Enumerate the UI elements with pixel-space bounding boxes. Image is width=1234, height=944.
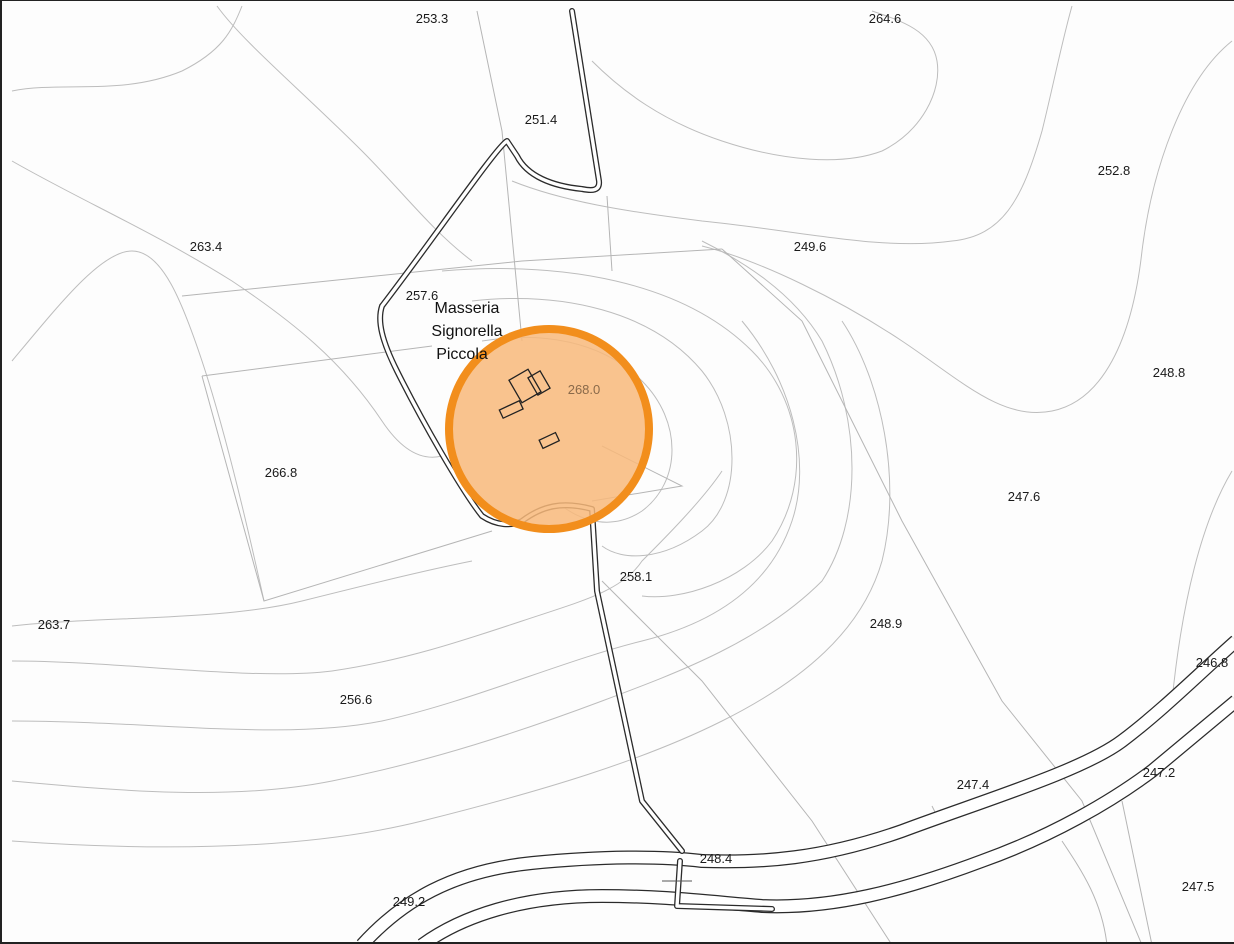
spot-height: 247.6 (1008, 489, 1041, 504)
spot-height: 268.0 (568, 382, 601, 397)
spot-height: 263.4 (190, 239, 223, 254)
site-marker-circle[interactable] (445, 325, 653, 533)
spot-height: 248.4 (700, 851, 733, 866)
spot-height: 252.8 (1098, 163, 1131, 178)
spot-height: 247.4 (957, 777, 990, 792)
place-name-line-2: Signorella (431, 323, 502, 340)
place-name-line-3: Piccola (436, 346, 488, 363)
contour-lines (11, 5, 1233, 848)
spot-height: 263.7 (38, 617, 71, 632)
spot-height: 248.9 (870, 616, 903, 631)
farmhouse-buildings (498, 368, 561, 450)
spot-heights: 253.3 264.6 251.4 252.8 263.4 249.6 257.… (38, 11, 1229, 909)
spot-height: 264.6 (869, 11, 902, 26)
spot-height: 247.5 (1182, 879, 1215, 894)
spot-height: 258.1 (620, 569, 653, 584)
spot-height: 248.8 (1153, 365, 1186, 380)
spot-height: 247.2 (1143, 765, 1176, 780)
spot-height: 256.6 (340, 692, 373, 707)
spot-height: 257.6 (406, 288, 439, 303)
main-road (356, 635, 1234, 942)
spot-height: 246.8 (1196, 655, 1229, 670)
spot-height: 266.8 (265, 465, 298, 480)
place-name-line-1: Masseria (435, 300, 500, 317)
spot-height: 251.4 (525, 112, 558, 127)
parcel-boundaries (181, 10, 1178, 942)
spot-height: 249.6 (794, 239, 827, 254)
place-name-label: Masseria Signorella Piccola (431, 300, 502, 363)
spot-height: 253.3 (416, 11, 449, 26)
spot-height: 249.2 (393, 894, 426, 909)
